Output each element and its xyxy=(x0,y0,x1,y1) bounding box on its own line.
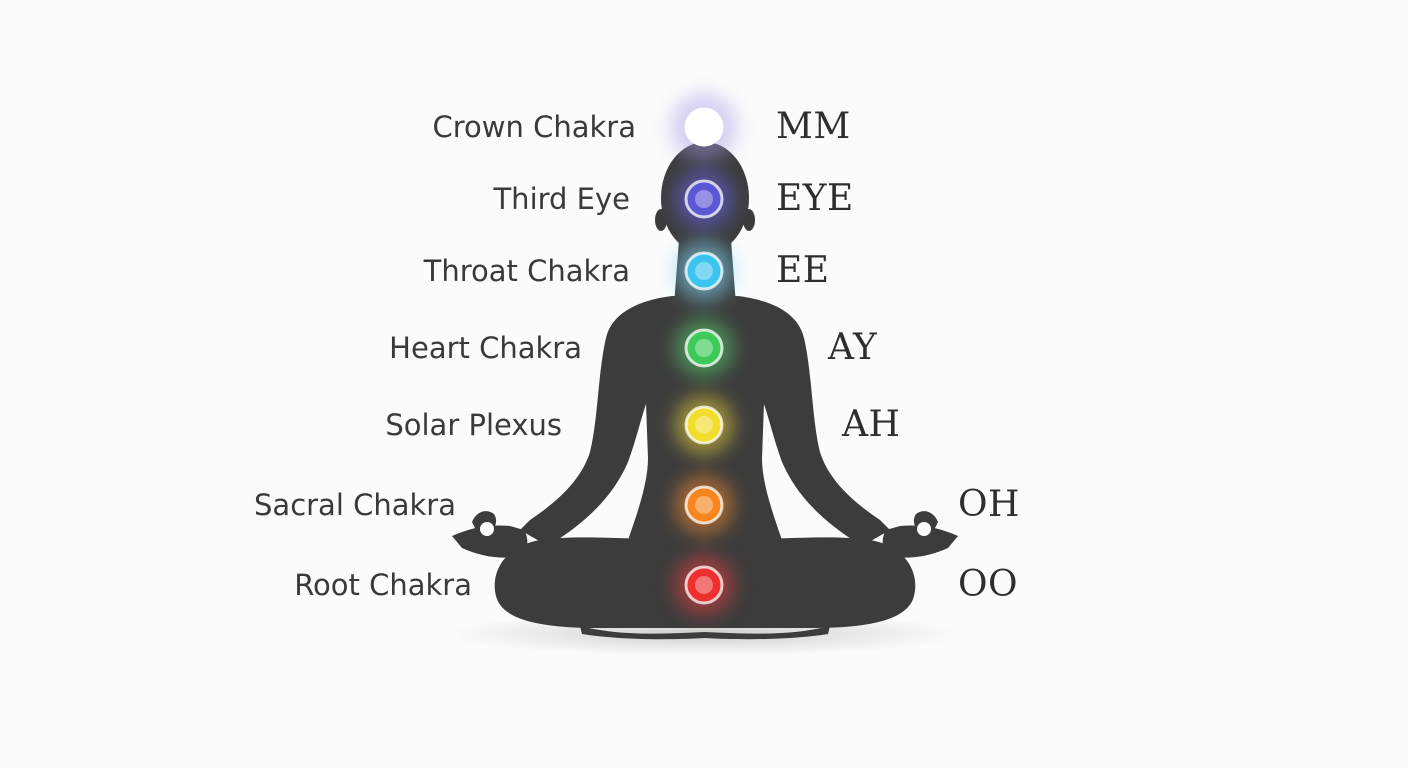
chakra-name-label: Solar Plexus xyxy=(385,408,562,442)
right-mudra-ring xyxy=(917,522,931,536)
chakra-name-label: Heart Chakra xyxy=(389,331,582,365)
chakra-highlight xyxy=(695,416,713,434)
chakra-points xyxy=(670,93,738,615)
chakra-name-label: Crown Chakra xyxy=(432,110,636,144)
chakra-mantra-label: AY xyxy=(828,327,878,368)
chakra-mantra-label: MM xyxy=(776,106,851,147)
chakra-name-label: Third Eye xyxy=(493,182,630,216)
chakra-highlight xyxy=(695,262,713,280)
chakra-point xyxy=(684,179,724,219)
chakra-mantra-label: AH xyxy=(842,404,901,445)
chakra-point xyxy=(684,565,724,605)
chakra-mantra-label: EE xyxy=(776,250,830,291)
chakra-highlight xyxy=(695,190,713,208)
chakra-point xyxy=(684,328,724,368)
chakra-name-label: Sacral Chakra xyxy=(254,488,456,522)
chakra-name-label: Throat Chakra xyxy=(423,254,630,288)
chakra-mantra-label: OH xyxy=(958,484,1020,525)
chakra-name-label: Root Chakra xyxy=(294,568,472,602)
chakra-mantra-label: EYE xyxy=(776,178,854,219)
chakra-highlight xyxy=(695,339,713,357)
left-mudra-ring xyxy=(480,522,494,536)
chakra-point xyxy=(684,485,724,525)
chakra-point xyxy=(684,251,724,291)
chakra-highlight xyxy=(695,576,713,594)
chakra-mantra-label: OO xyxy=(958,564,1019,605)
chakra-highlight xyxy=(695,118,713,136)
chakra-highlight xyxy=(695,496,713,514)
chakra-point xyxy=(684,405,724,445)
